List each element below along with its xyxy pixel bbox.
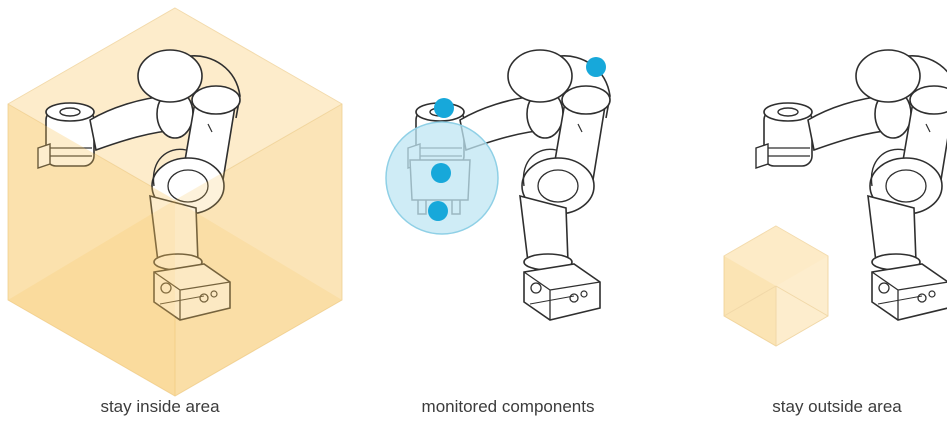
monitored-point-marker-icon <box>428 201 448 221</box>
caption-stay-outside-area: stay outside area <box>727 397 947 417</box>
monitored-point-marker-icon <box>431 163 451 183</box>
caption-monitored-components: monitored components <box>378 397 638 417</box>
inside-zone-panel <box>8 8 342 396</box>
monitored-point-marker-icon <box>586 57 606 77</box>
monitored-point-marker-icon <box>434 98 454 118</box>
monitored-components-panel <box>386 50 610 320</box>
caption-stay-inside-area: stay inside area <box>30 397 290 417</box>
outside-zone-panel <box>724 50 947 346</box>
outside-zone-cube-icon <box>724 226 828 346</box>
